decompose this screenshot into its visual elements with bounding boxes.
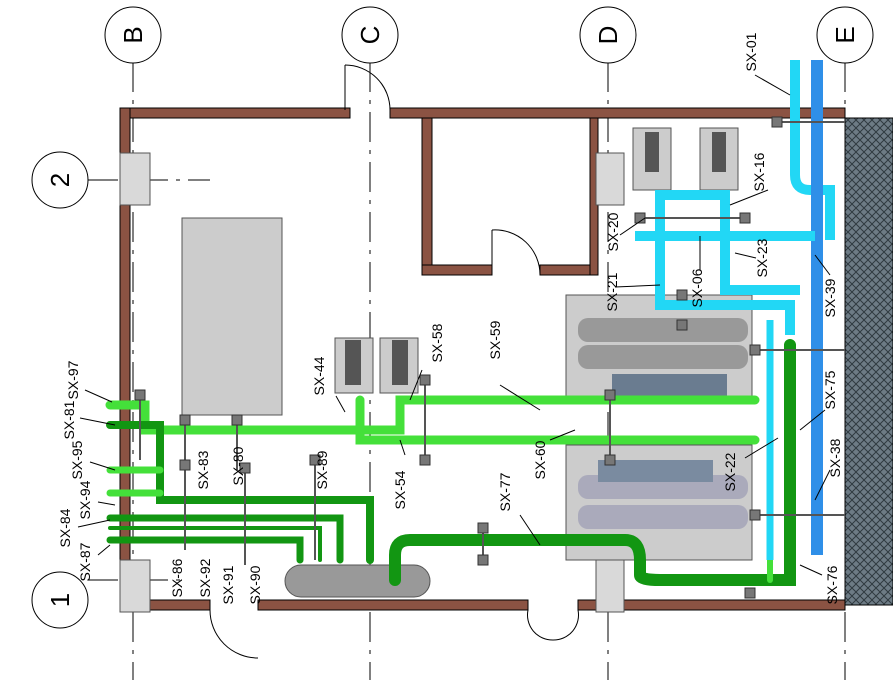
grid-bubble-b: B [118, 26, 148, 43]
tag-sx16[interactable]: SX-16 [751, 152, 767, 191]
grid-bubble-1: 1 [45, 593, 75, 607]
tag-sx39[interactable]: SX-39 [822, 278, 838, 317]
tag-sx84[interactable]: SX-84 [57, 508, 73, 547]
tag-sx58[interactable]: SX-58 [429, 323, 445, 362]
grid-bubble-c: C [355, 26, 385, 45]
tag-sx94[interactable]: SX-94 [77, 480, 93, 519]
tag-sx23[interactable]: SX-23 [754, 238, 770, 277]
tag-sx54[interactable]: SX-54 [392, 470, 408, 509]
equipment [181, 127, 753, 598]
tag-sx60[interactable]: SX-60 [532, 440, 548, 479]
pipe-hangers [134, 116, 845, 599]
tag-sx95[interactable]: SX-95 [69, 440, 85, 479]
door-swings [209, 64, 579, 659]
tag-sx44[interactable]: SX-44 [311, 356, 327, 395]
tag-sx76[interactable]: SX-76 [824, 565, 840, 604]
tag-sx83[interactable]: SX-83 [195, 450, 211, 489]
tag-sx81[interactable]: SX-81 [61, 400, 77, 439]
tag-sx86[interactable]: SX-86 [169, 558, 185, 597]
tag-sx21[interactable]: SX-21 [604, 272, 620, 311]
grid-bubble-2: 2 [45, 173, 75, 187]
tag-sx01[interactable]: SX-01 [743, 32, 759, 71]
structural-columns [119, 152, 625, 613]
tag-sx80[interactable]: SX-80 [230, 446, 246, 485]
pipe-tags: SX-97 SX-81 SX-95 SX-94 SX-84 SX-87 SX-8… [57, 32, 843, 604]
grid-bubbles [31, 6, 874, 629]
tag-sx87[interactable]: SX-87 [77, 542, 93, 581]
tag-sx89[interactable]: SX-89 [314, 450, 330, 489]
tag-sx06[interactable]: SX-06 [689, 268, 705, 307]
walls [119, 107, 893, 611]
tag-leaders [77, 74, 831, 576]
tag-sx90[interactable]: SX-90 [247, 565, 263, 604]
chilled-piping [635, 60, 835, 560]
tag-sx97[interactable]: SX-97 [65, 360, 81, 399]
tag-sx22[interactable]: SX-22 [722, 452, 738, 491]
tag-sx20[interactable]: SX-20 [605, 212, 621, 251]
tag-sx91[interactable]: SX-91 [220, 565, 236, 604]
grid-bubble-d: D [593, 26, 623, 45]
grid-bubble-e: E [830, 26, 860, 43]
tag-sx77[interactable]: SX-77 [497, 472, 513, 511]
tag-sx38[interactable]: SX-38 [827, 438, 843, 477]
tag-sx75[interactable]: SX-75 [822, 370, 838, 409]
tag-sx92[interactable]: SX-92 [197, 558, 213, 597]
tag-sx59[interactable]: SX-59 [487, 320, 503, 359]
